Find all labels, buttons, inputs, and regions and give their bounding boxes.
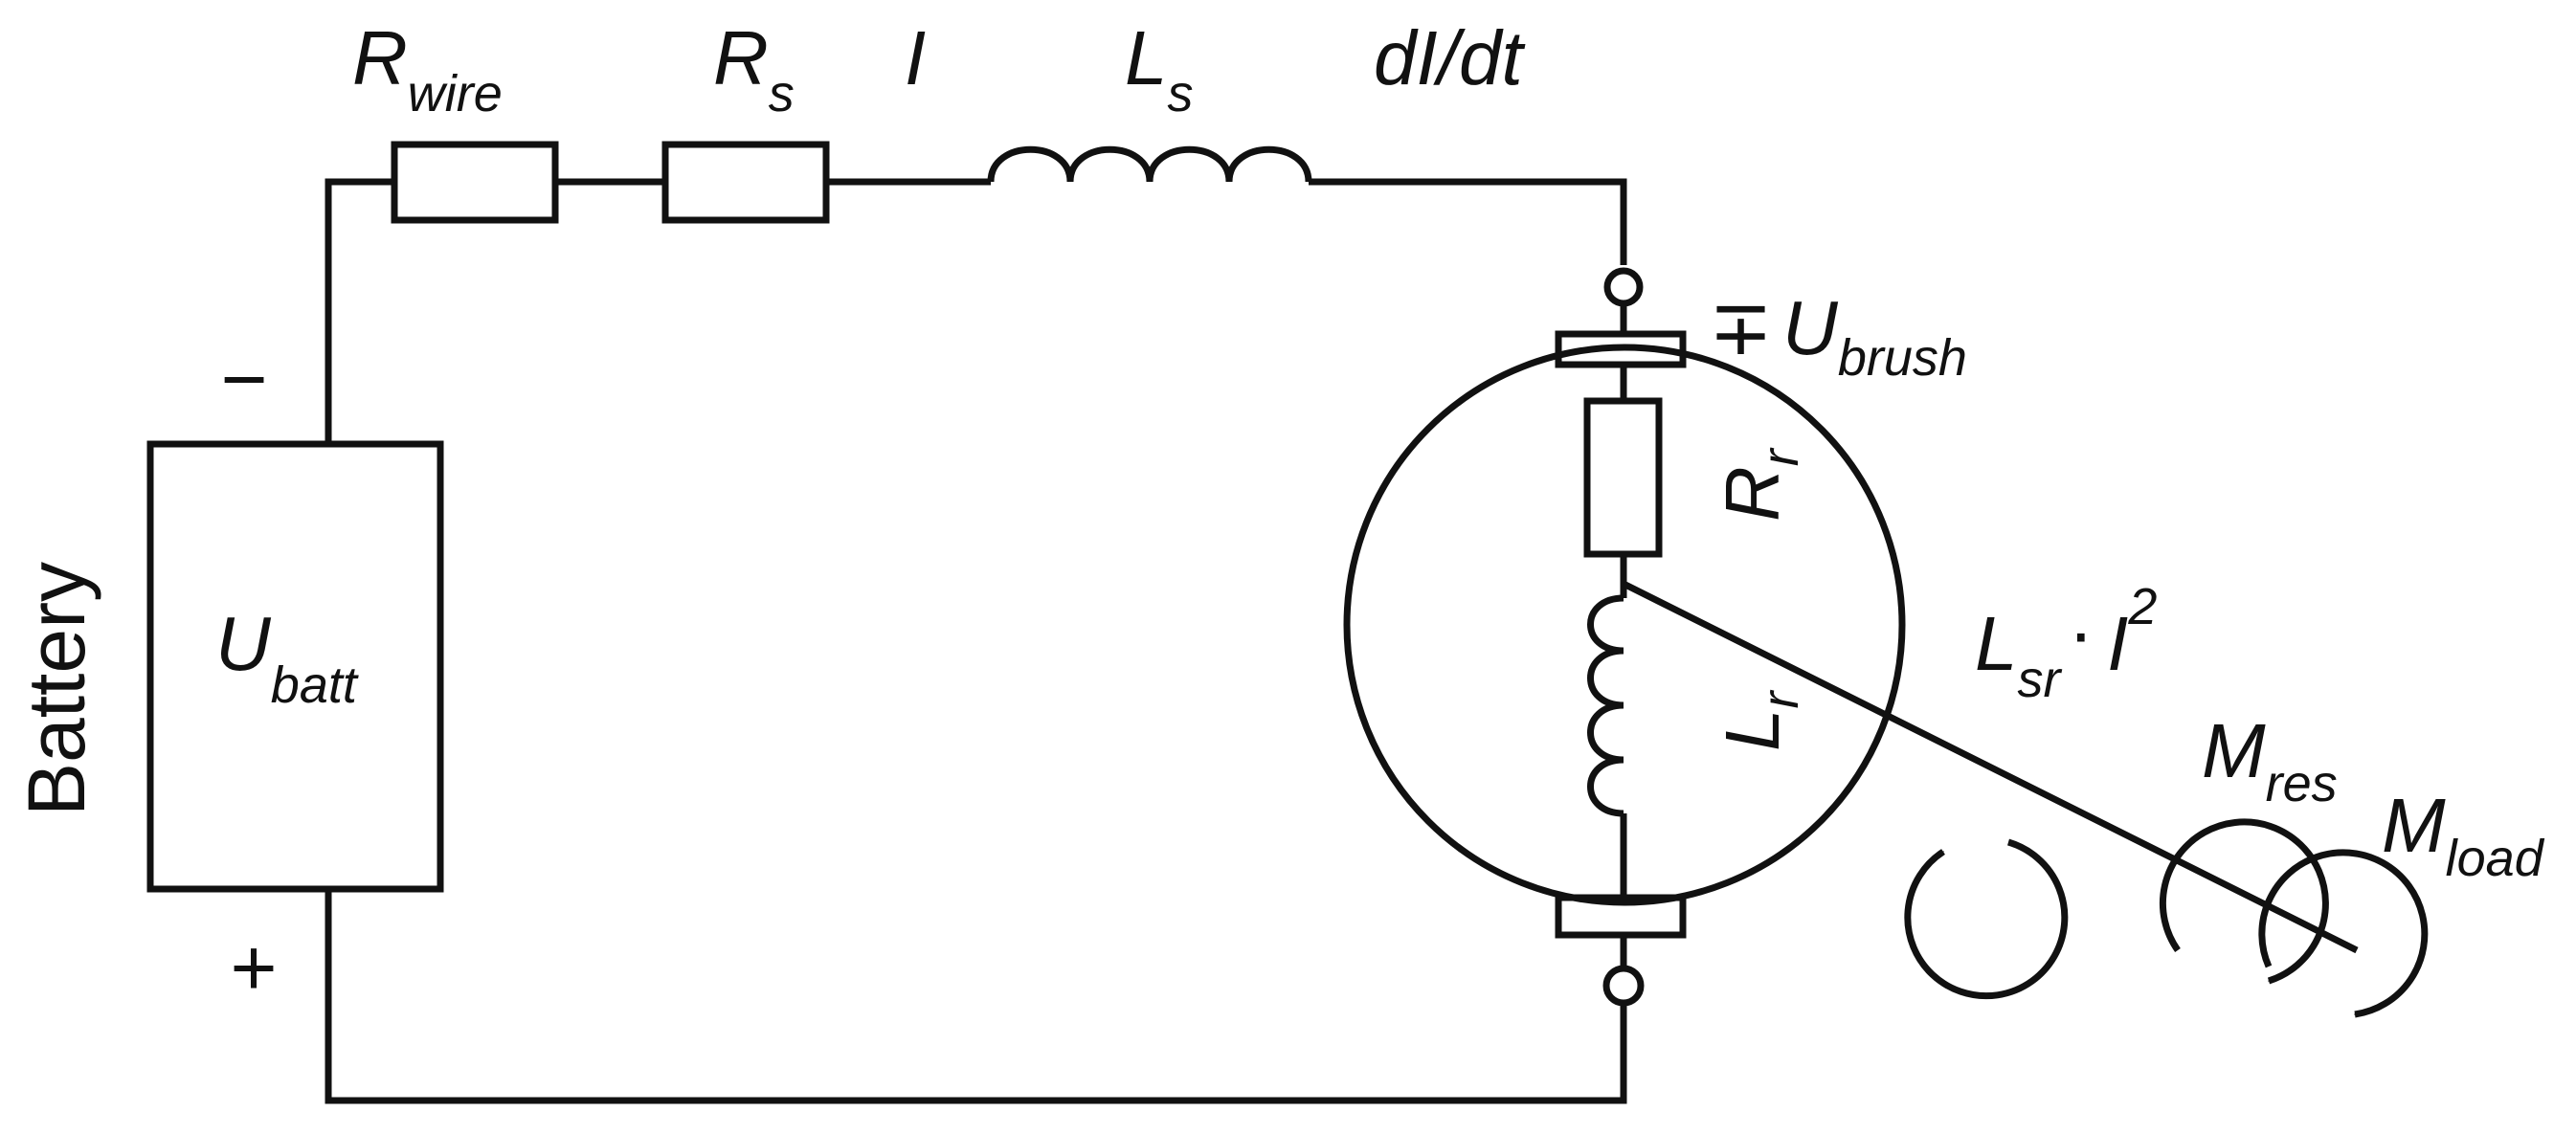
bottom-terminal	[1602, 965, 1645, 1007]
r-r-resistor	[1583, 397, 1663, 558]
l-s-main: L	[1125, 15, 1168, 100]
l-r-main: L	[1710, 709, 1795, 752]
didt-label: dI/dt	[1374, 15, 1525, 100]
r-s-label: Rs	[713, 15, 795, 122]
u-brush-main: U	[1782, 285, 1839, 370]
l-sr-torque-arrow	[1904, 838, 2069, 1000]
r-s-sub: s	[769, 65, 795, 122]
u-batt-main: U	[215, 601, 272, 686]
l-r-inductor	[1587, 594, 1624, 817]
current-label: I	[905, 15, 926, 100]
battery-plus-sign: +	[230, 923, 277, 1012]
m-res-torque-arrow	[2159, 818, 2329, 985]
battery-minus-sign: −	[220, 334, 267, 424]
l-sr-sub: sr	[2018, 651, 2063, 708]
m-res-label: Mres	[2202, 708, 2338, 812]
wire-top-left	[325, 178, 394, 444]
r-r-sub: r	[1752, 447, 1809, 466]
m-res-main: M	[2202, 708, 2266, 793]
l-sr-label: Lsr·I2	[1975, 578, 2157, 708]
l-sr-main: L	[1975, 601, 2018, 686]
u-brush-sign: ∓	[1709, 285, 1773, 370]
l-sr-exp: 2	[2127, 578, 2157, 635]
r-r-main: R	[1710, 466, 1795, 522]
top-terminal	[1603, 267, 1644, 307]
u-brush-label: ∓Ubrush	[1709, 285, 1967, 387]
m-load-main: M	[2382, 783, 2446, 868]
wire-bottom	[325, 889, 1627, 1104]
motor-shaft	[1622, 580, 2359, 954]
r-s-main: R	[713, 15, 769, 100]
motor-housing-circle	[1343, 344, 1906, 906]
l-s-label: Ls	[1125, 15, 1194, 122]
m-load-sub: load	[2446, 830, 2545, 887]
m-res-sub: res	[2266, 755, 2338, 812]
l-s-sub: s	[1168, 65, 1194, 122]
l-r-label: Lr	[1710, 690, 1809, 752]
u-batt-sub: batt	[271, 656, 359, 714]
circuit-wires	[325, 178, 1627, 1104]
l-sr-dot: ·	[2068, 589, 2094, 675]
l-s-inductor	[987, 145, 1312, 183]
m-load-label: Mload	[2382, 783, 2545, 887]
battery-voltage-label: Ubatt	[215, 601, 359, 714]
r-r-label: Rr	[1710, 447, 1809, 522]
r-wire-main: R	[352, 15, 408, 100]
wire-top-right	[1541, 178, 1627, 265]
r-s-resistor	[661, 141, 830, 224]
motor	[1343, 267, 2359, 1007]
l-r-sub: r	[1752, 690, 1809, 709]
u-brush-sub: brush	[1838, 329, 1967, 387]
battery: Battery Ubatt − +	[11, 334, 444, 1012]
r-wire-label: Rwire	[352, 15, 503, 122]
battery-label: Battery	[11, 562, 101, 816]
r-wire-sub: wire	[408, 65, 503, 122]
l-sr-var: I	[2107, 601, 2128, 686]
battery-box	[146, 440, 444, 893]
m-load-torque-arrow	[2258, 849, 2429, 1018]
r-wire-resistor	[391, 141, 559, 224]
